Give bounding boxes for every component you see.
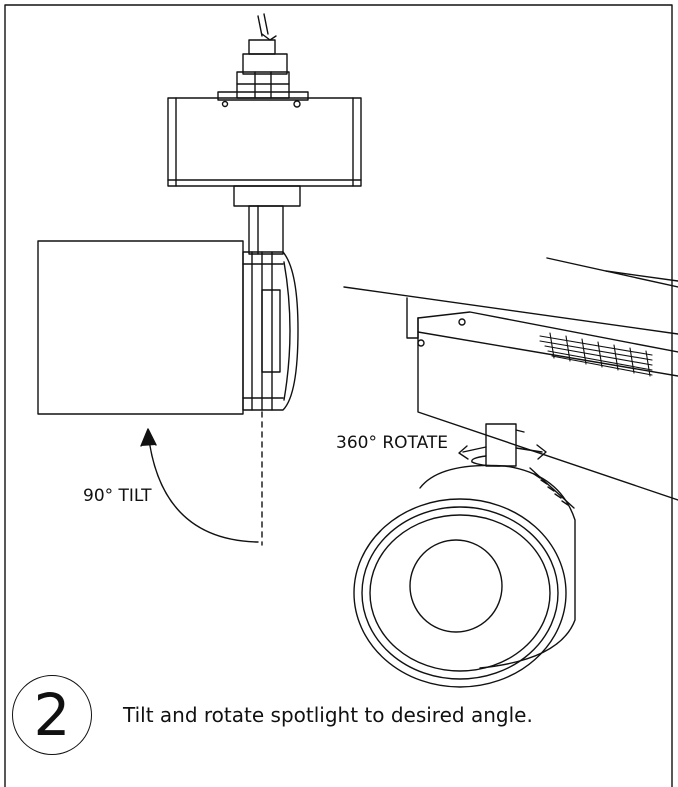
spotlight-head-tilted xyxy=(37,240,299,415)
rotate-arrows xyxy=(458,444,547,467)
vent-slots xyxy=(539,332,653,377)
step-number-badge: 2 xyxy=(12,675,92,755)
rotate-label: 360° ROTATE xyxy=(336,433,449,453)
tilt-label: 90° TILT xyxy=(83,486,152,506)
tilt-arc xyxy=(140,411,263,546)
step-number: 2 xyxy=(33,681,71,749)
frame-border xyxy=(4,4,673,787)
track-rail xyxy=(343,257,678,335)
spotlight-head-rotating xyxy=(353,464,576,688)
step-instruction: Tilt and rotate spotlight to desired ang… xyxy=(123,703,533,727)
track-adapter-right xyxy=(406,297,678,501)
track-adapter-left xyxy=(167,13,362,255)
